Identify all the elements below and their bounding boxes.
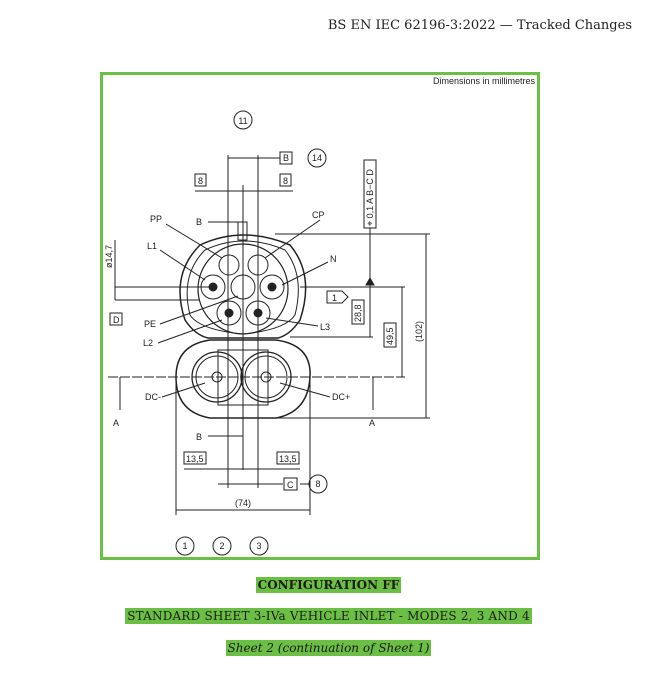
figure-frame (100, 72, 540, 560)
datum-box (279, 151, 293, 165)
flag-box (326, 290, 349, 304)
dim-box (279, 173, 292, 187)
pin-leaders (157, 219, 331, 398)
n-contact (267, 282, 277, 292)
section-a-right: A (369, 418, 375, 428)
ac-inner-outline (186, 240, 299, 335)
callout-3: 3 (256, 541, 261, 551)
pp-pin (218, 254, 240, 276)
callout-1: 1 (182, 541, 187, 551)
tolerance-frame (363, 159, 377, 229)
l2-contact (224, 308, 234, 318)
dim-box (351, 299, 365, 325)
callout-2: 2 (219, 541, 224, 551)
datum-d-label: D (113, 315, 120, 325)
dim-28-8-label: 28,8 (353, 304, 363, 322)
callout-circle (308, 474, 328, 494)
section-b-label: B (196, 432, 202, 442)
datum-b-label: B (283, 153, 289, 163)
label-dc-minus: DC- (145, 392, 161, 402)
flag-1: 1 (332, 293, 337, 303)
callout-circle (175, 536, 195, 556)
dim-diameter: ø14,7 (104, 245, 114, 268)
l2-pin (216, 300, 242, 326)
label-l1: L1 (147, 241, 157, 251)
dim-8-right: 8 (283, 176, 288, 186)
dim-102-label: (102) (414, 321, 424, 342)
dim-13-5-left: 13,5 (186, 454, 204, 464)
configuration-title: CONFIGURATION FF (0, 577, 657, 593)
callout-circle (233, 110, 253, 130)
sheet-caption-text: Sheet 2 (continuation of Sheet 1) (225, 640, 432, 656)
configuration-title-text: CONFIGURATION FF (255, 577, 402, 593)
datum-box (109, 312, 123, 326)
n-pin (259, 274, 285, 300)
dim-box (183, 451, 207, 465)
datum-arrow (365, 276, 375, 286)
l1-contact (208, 282, 218, 292)
page-header: BS EN IEC 62196-3:2022 — Tracked Changes (327, 18, 632, 33)
dim-box (276, 451, 300, 465)
tolerance-label: ⌖ 0,1 A B−C D (365, 169, 375, 226)
callout-11: 11 (238, 116, 247, 126)
dim-49-5-label: 49,5 (385, 327, 395, 345)
datum-c-label: C (287, 480, 294, 490)
section-b-label: B (196, 217, 202, 227)
label-pp: PP (150, 214, 162, 224)
label-n: N (330, 254, 337, 264)
callout-8: 8 (315, 479, 320, 489)
sheet-caption: Sheet 2 (continuation of Sheet 1) (0, 640, 657, 656)
callout-circle (249, 536, 269, 556)
section-a-left: A (113, 418, 119, 428)
ac-outline (179, 234, 307, 339)
label-pe: PE (144, 319, 156, 329)
dim-8-left: 8 (198, 176, 203, 186)
callout-14: 14 (312, 153, 322, 163)
label-l2: L2 (143, 338, 153, 348)
dim-13-5-right: 13,5 (279, 454, 297, 464)
datum-box (283, 477, 298, 491)
label-dc-plus: DC+ (332, 392, 350, 402)
label-l3: L3 (320, 322, 330, 332)
units-note: Dimensions in millimetres (433, 76, 536, 86)
dim-box (194, 173, 207, 187)
callout-circle (212, 536, 232, 556)
callout-circle (307, 148, 327, 168)
standard-sheet-subtitle-text: STANDARD SHEET 3-IVa VEHICLE INLET - MOD… (125, 608, 532, 624)
dim-box (383, 322, 397, 348)
label-cp: CP (312, 210, 325, 220)
dim-74-label: (74) (235, 498, 251, 508)
standard-sheet-subtitle: STANDARD SHEET 3-IVa VEHICLE INLET - MOD… (0, 608, 657, 624)
